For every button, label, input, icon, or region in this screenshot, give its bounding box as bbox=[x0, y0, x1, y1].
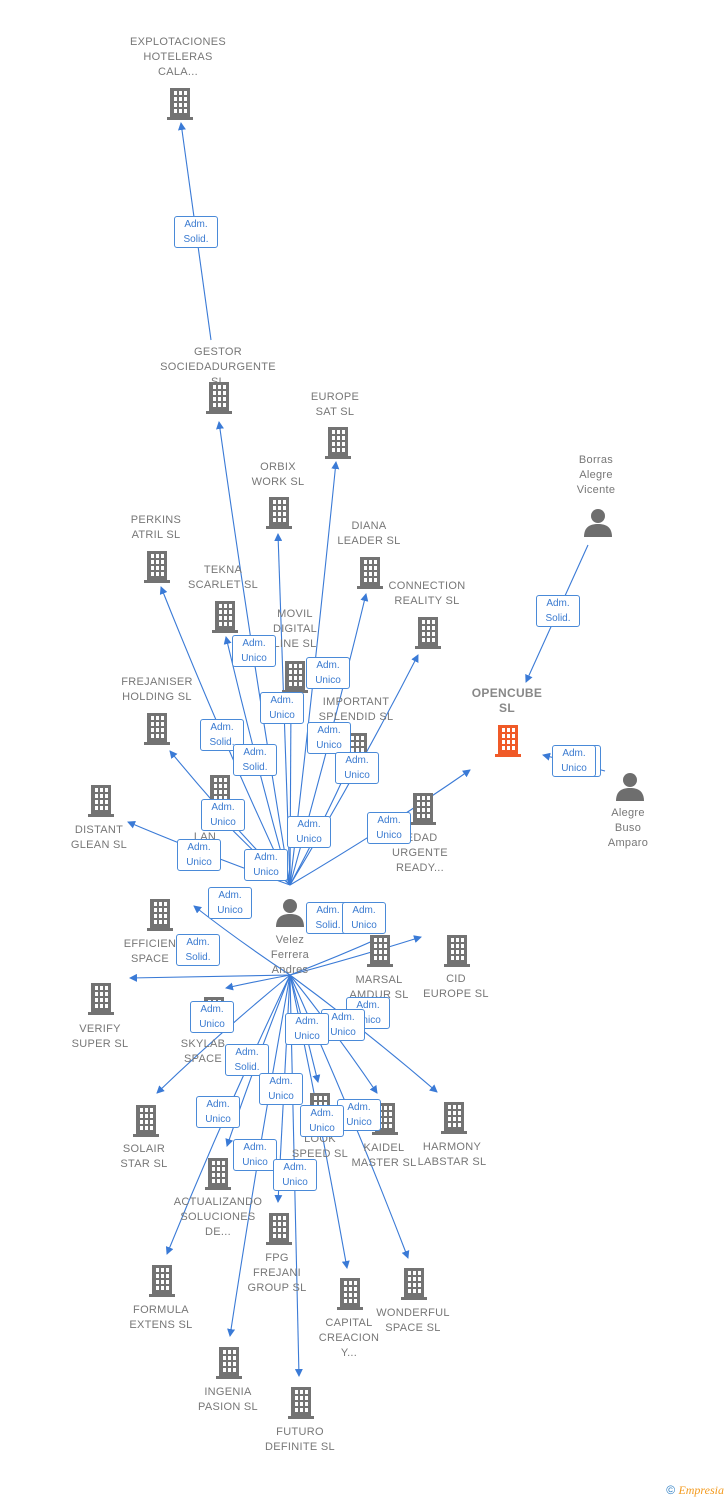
building-icon[interactable] bbox=[412, 615, 444, 654]
role-badge-frejaniser: Adm. Solid. bbox=[233, 744, 277, 776]
edge-velez-movil bbox=[286, 696, 295, 886]
node-label-borras[interactable]: Borras Alegre Vicente bbox=[576, 454, 616, 496]
node-label-skylab[interactable]: SKYLAB SPACE bbox=[180, 1038, 226, 1065]
node-label-diana[interactable]: DIANA LEADER SL bbox=[337, 520, 401, 547]
node-label-orbix[interactable]: ORBIX WORK SL bbox=[251, 461, 305, 488]
role-badge-wonderful: Adm. Unico bbox=[342, 902, 386, 934]
node-label-frejaniser[interactable]: FREJANISER HOLDING SL bbox=[121, 676, 193, 703]
role-badge-opencube: Adm. Solid. bbox=[536, 595, 580, 627]
role-badge-movil: Adm. Unico bbox=[287, 816, 331, 848]
role-badge-cid: Adm. Unico bbox=[190, 1001, 234, 1033]
role-badge-futuro: Adm. Unico bbox=[367, 812, 411, 844]
role-badge-actualizando: Adm. Unico bbox=[233, 1139, 277, 1171]
role-badge-distant: Adm. Unico bbox=[201, 799, 245, 831]
node-label-tekna[interactable]: TEKNA SCARLET SL bbox=[187, 564, 259, 591]
building-icon[interactable] bbox=[441, 933, 473, 972]
brand-footer: © Empresia bbox=[666, 1483, 724, 1498]
edge-velez-solair bbox=[156, 974, 291, 1094]
building-icon[interactable] bbox=[263, 495, 295, 534]
role-badge-opencube: Adm. Solid. bbox=[176, 934, 220, 966]
building-icon[interactable] bbox=[407, 791, 439, 830]
node-label-alegre[interactable]: Alegre Buso Amparo bbox=[607, 807, 649, 849]
building-icon[interactable] bbox=[213, 1345, 245, 1384]
role-badge-explotaciones: Adm. Solid. bbox=[174, 216, 218, 248]
building-icon[interactable] bbox=[141, 711, 173, 750]
role-badge-solair: Adm. Unico bbox=[285, 1013, 329, 1045]
role-badge-skylab: Adm. Solid. bbox=[225, 1044, 269, 1076]
building-icon[interactable] bbox=[364, 933, 396, 972]
building-icon[interactable] bbox=[85, 783, 117, 822]
building-icon[interactable] bbox=[398, 1266, 430, 1305]
role-badge-ingenia: Adm. Unico bbox=[300, 1105, 344, 1137]
role-badge-opencube: Adm. Unico bbox=[552, 745, 596, 777]
role-badge-harmony: Adm. Unico bbox=[196, 1096, 240, 1128]
node-label-actualizando[interactable]: ACTUALIZANDO SOLUCIONES DE... bbox=[173, 1196, 263, 1238]
node-label-gestor[interactable]: GESTOR SOCIEDADURGENTE SL bbox=[160, 346, 276, 388]
building-icon[interactable] bbox=[130, 1103, 162, 1142]
role-badge-tekna: Adm. Unico bbox=[232, 635, 276, 667]
node-label-europe_sat[interactable]: EUROPE SAT SL bbox=[310, 391, 360, 418]
edge-velez-harmony bbox=[289, 974, 438, 1093]
role-badge-efficient: Adm. Unico bbox=[208, 887, 252, 919]
node-label-opencube[interactable]: OPENCUBE SL bbox=[471, 686, 543, 715]
building-icon[interactable] bbox=[322, 425, 354, 464]
node-label-efficient[interactable]: EFFICIEN SPACE bbox=[123, 938, 177, 965]
node-label-explotaciones[interactable]: EXPLOTACIONES HOTELERAS CALA... bbox=[130, 36, 226, 78]
node-label-formula[interactable]: FORMULA EXTENS SL bbox=[129, 1304, 193, 1331]
building-icon[interactable] bbox=[438, 1100, 470, 1139]
node-label-futuro[interactable]: FUTURO DEFINITE SL bbox=[265, 1426, 335, 1453]
node-label-kaidel[interactable]: KAIDEL MASTER SL bbox=[351, 1142, 417, 1169]
building-icon[interactable] bbox=[209, 599, 241, 638]
edge-velez-efficient bbox=[193, 905, 291, 976]
node-label-velez[interactable]: Velez Ferrera Andres bbox=[270, 934, 310, 976]
node-label-verify[interactable]: VERIFY SUPER SL bbox=[71, 1023, 129, 1050]
person-icon[interactable] bbox=[615, 771, 645, 806]
role-badge-important: Adm. Unico bbox=[177, 839, 221, 871]
edge-velez-skylab bbox=[225, 974, 291, 991]
building-icon[interactable] bbox=[279, 659, 311, 698]
building-icon[interactable] bbox=[141, 549, 173, 588]
person-icon[interactable] bbox=[583, 507, 613, 542]
role-badge-diana: Adm. Unico bbox=[307, 722, 351, 754]
edge-velez-verify bbox=[129, 973, 291, 982]
building-icon[interactable] bbox=[146, 1263, 178, 1302]
role-badge-orbix: Adm. Unico bbox=[260, 692, 304, 724]
role-badge-fpg: Adm. Unico bbox=[273, 1159, 317, 1191]
node-label-wonderful[interactable]: WONDERFUL SPACE SL bbox=[376, 1307, 450, 1334]
building-icon[interactable] bbox=[285, 1385, 317, 1424]
node-label-harmony[interactable]: HARMONY LABSTAR SL bbox=[417, 1141, 487, 1168]
node-label-solair[interactable]: SOLAIR STAR SL bbox=[120, 1143, 168, 1170]
node-label-look[interactable]: LOOK SPEED SL bbox=[291, 1133, 349, 1160]
node-label-urgente[interactable]: IEDAD URGENTE READY... bbox=[392, 832, 448, 874]
role-badge-kaidel: Adm. Unico bbox=[259, 1073, 303, 1105]
building-icon[interactable] bbox=[203, 380, 235, 419]
node-label-cid[interactable]: CID EUROPE SL bbox=[423, 973, 489, 1000]
node-label-fpg[interactable]: FPG FREJANI GROUP SL bbox=[247, 1252, 307, 1294]
building-icon[interactable] bbox=[144, 897, 176, 936]
node-label-connection[interactable]: CONNECTION REALITY SL bbox=[388, 580, 466, 607]
building-icon[interactable] bbox=[354, 555, 386, 594]
edge-velez-cid bbox=[289, 935, 422, 976]
node-label-perkins[interactable]: PERKINS ATRIL SL bbox=[130, 514, 182, 541]
person-icon[interactable] bbox=[275, 897, 305, 932]
building-icon[interactable] bbox=[85, 981, 117, 1020]
role-badge-connection: Adm. Unico bbox=[335, 752, 379, 784]
node-label-important[interactable]: IMPORTANT SPLENDID SL bbox=[318, 696, 394, 723]
node-label-capital[interactable]: CAPITAL CREACION Y... bbox=[318, 1317, 380, 1359]
copyright-symbol: © bbox=[666, 1483, 676, 1497]
building-icon[interactable] bbox=[334, 1276, 366, 1315]
building-icon[interactable] bbox=[263, 1211, 295, 1250]
building-icon[interactable] bbox=[164, 86, 196, 125]
node-label-movil[interactable]: MOVIL DIGITAL LINE SL bbox=[272, 608, 318, 650]
building-icon[interactable] bbox=[492, 723, 524, 762]
node-label-distant[interactable]: DISTANT GLEAN SL bbox=[70, 824, 128, 851]
node-label-ingenia[interactable]: INGENIA PASION SL bbox=[198, 1386, 258, 1413]
building-icon[interactable] bbox=[202, 1156, 234, 1195]
brand-logo: Empresia bbox=[678, 1483, 724, 1497]
role-badge-europe_sat: Adm. Unico bbox=[306, 657, 350, 689]
role-badge-formula: Adm. Unico bbox=[244, 849, 288, 881]
